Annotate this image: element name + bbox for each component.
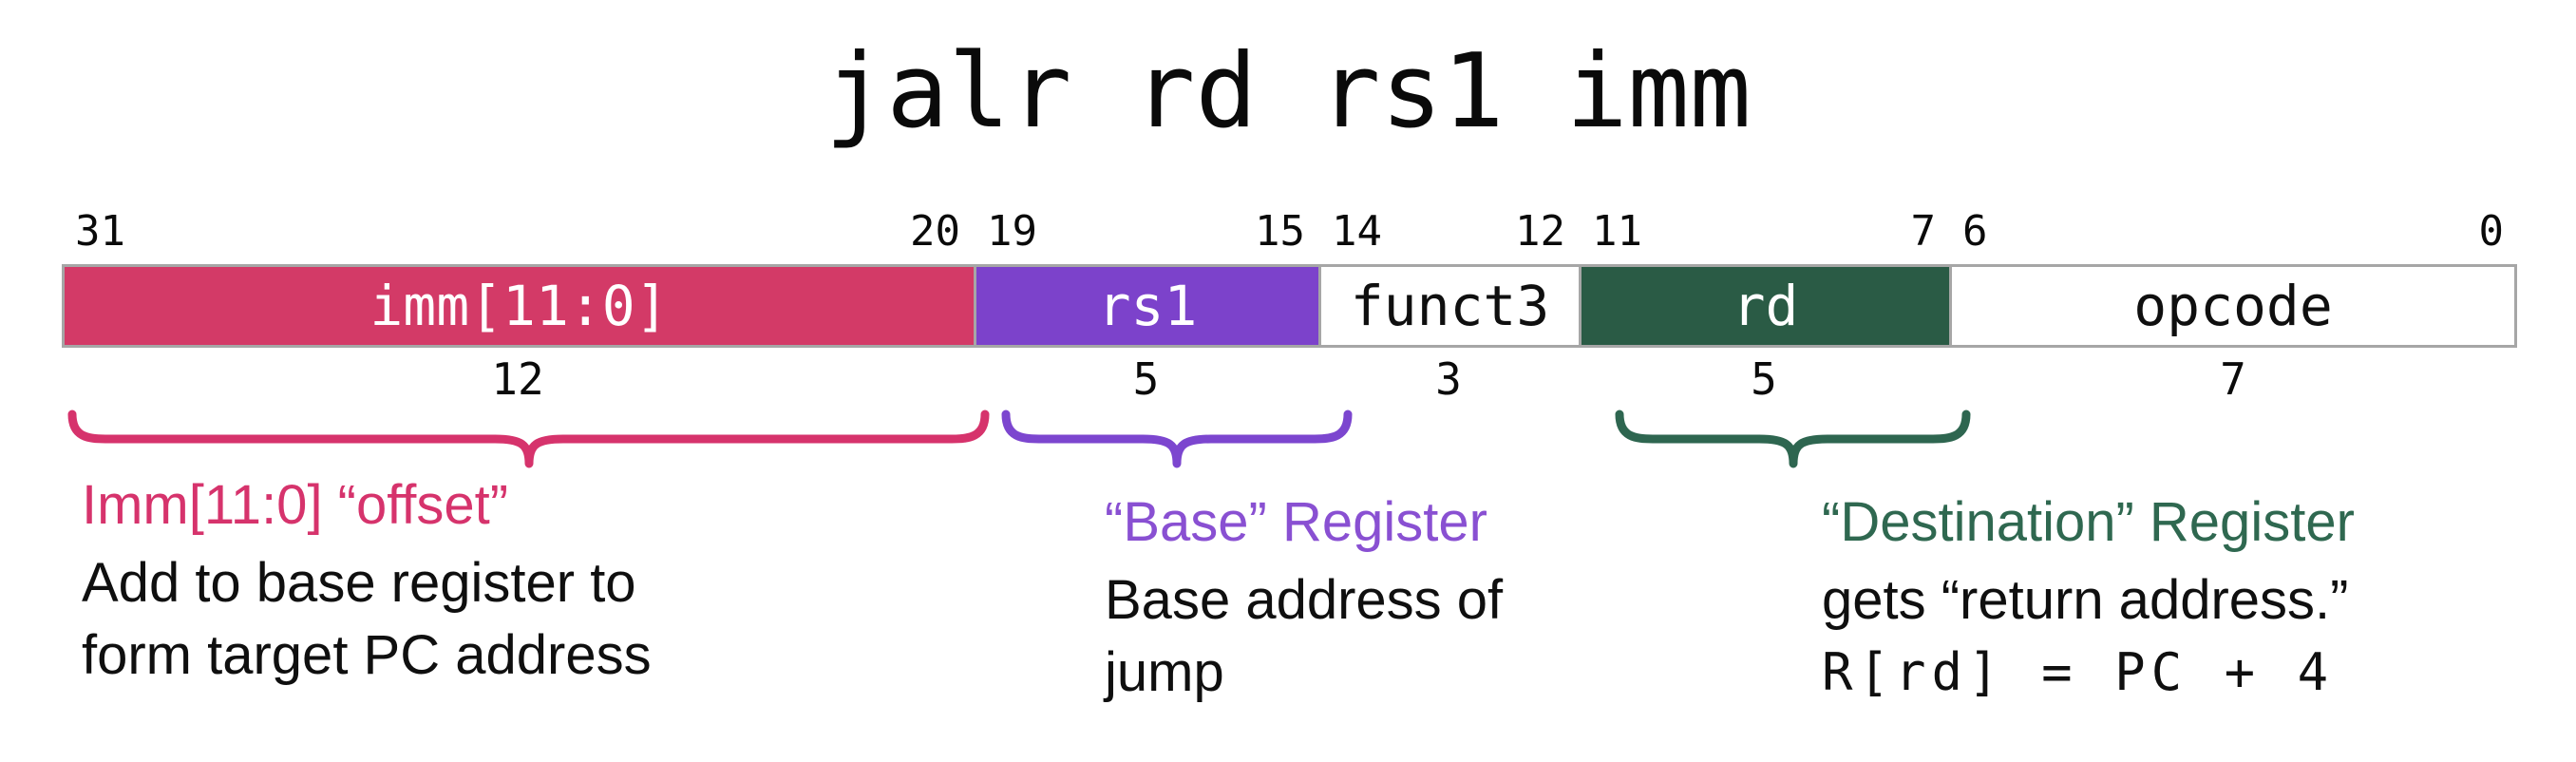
field-opcode: opcode [1949,267,2514,345]
underbrace-imm [67,410,990,468]
field-width-opcode: 7 [2220,353,2246,405]
bit-lo: 12 [1515,207,1565,256]
underbrace-rd [1615,410,1971,468]
annotation-rd-line1: gets “return address.” [1822,569,2349,631]
annotation-imm-line1: Add to base register to [82,552,636,614]
field-width-rs1: 5 [1132,353,1160,405]
bit-lo: 20 [910,207,960,256]
annotation-rd-formula: R[rd] = PC + 4 [1822,642,2335,702]
bit-lo: 7 [1910,207,1937,256]
field-funct3-label: funct3 [1350,274,1550,338]
field-rs1-label: rs1 [1097,274,1198,338]
annotation-rd: “Destination” Register gets “return addr… [1822,488,2355,709]
field-rd: rd [1579,267,1949,345]
annotation-rs1-line1: Base address of [1105,569,1504,631]
field-imm-label: imm[11:0] [369,274,669,338]
annotation-imm: Imm[11:0] “offset” Add to base register … [82,471,652,692]
bit-range-imm: 31 20 [62,207,974,257]
bit-hi: 11 [1592,207,1642,256]
instruction-title: jalr rd rs1 imm [824,32,1752,151]
field-width-funct3: 3 [1435,353,1462,405]
bit-lo: 0 [2478,207,2505,256]
field-rd-label: rd [1732,274,1799,338]
underbrace-rs1 [1001,410,1353,468]
field-imm: imm[11:0] [65,267,974,345]
bit-range-funct3: 14 12 [1318,207,1579,257]
bit-hi: 19 [987,207,1037,256]
annotation-rs1-line2: jump [1105,641,1224,703]
field-rs1: rs1 [974,267,1318,345]
annotation-imm-line2: form target PC address [82,624,652,686]
bit-lo: 15 [1255,207,1305,256]
annotation-imm-heading: Imm[11:0] “offset” [82,474,509,536]
bit-hi: 6 [1962,207,1988,256]
instruction-bitfield-strip: imm[11:0] rs1 funct3 rd opcode [62,264,2517,348]
field-funct3: funct3 [1318,267,1579,345]
field-opcode-label: opcode [2133,274,2333,338]
field-width-imm: 12 [491,353,544,405]
bit-range-rd: 11 7 [1579,207,1949,257]
bit-hi: 14 [1332,207,1382,256]
annotation-rs1: “Base” Register Base address of jump [1105,488,1503,709]
bit-hi: 31 [75,207,125,256]
annotation-rs1-heading: “Base” Register [1105,491,1487,553]
field-width-rd: 5 [1751,353,1777,405]
annotation-rd-heading: “Destination” Register [1822,491,2355,553]
